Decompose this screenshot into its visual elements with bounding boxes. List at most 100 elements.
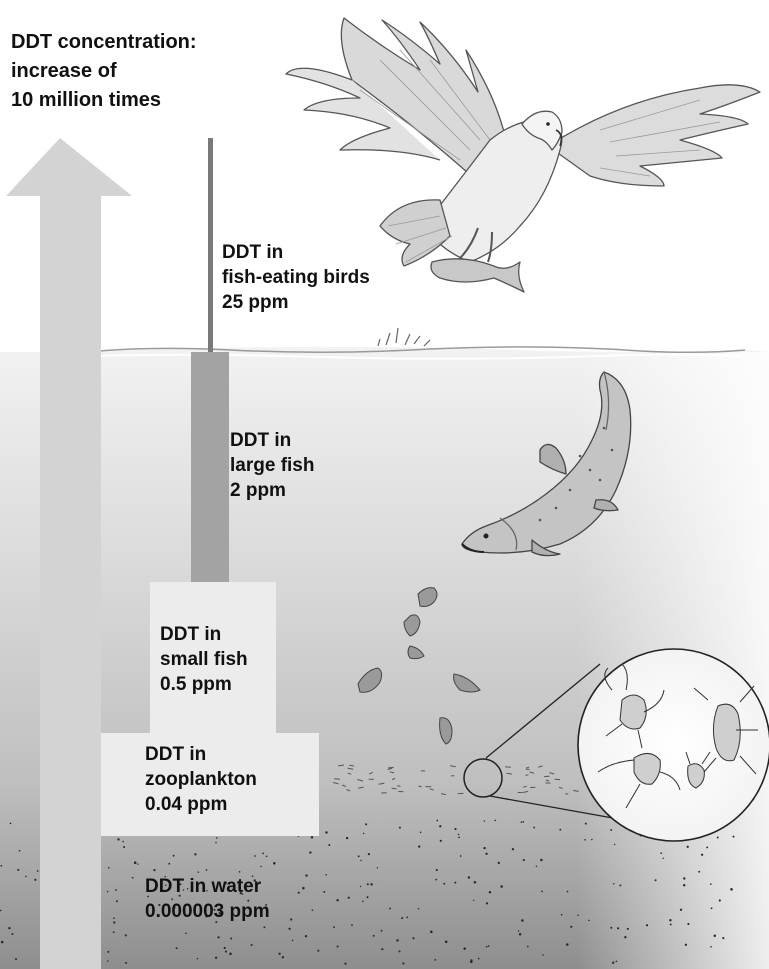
ddt-particle: [436, 820, 438, 822]
ddt-particle: [570, 926, 572, 928]
ddt-particle: [436, 869, 438, 871]
splash-icon: [378, 328, 430, 346]
ddt-particle: [107, 951, 109, 953]
ddt-particle: [706, 846, 708, 848]
ddt-particle: [617, 927, 619, 929]
ddt-particle: [683, 877, 685, 879]
ddt-particle: [523, 859, 525, 861]
ddt-particle: [325, 874, 327, 876]
ddt-particle: [440, 840, 442, 842]
ddt-particle: [115, 889, 117, 891]
ddt-particle: [577, 915, 579, 917]
ddt-particle: [486, 946, 488, 948]
ddt-particle: [470, 959, 472, 961]
ddt-particle: [711, 907, 713, 909]
ddt-particle: [687, 923, 689, 925]
ddt-particle: [122, 841, 124, 843]
ddt-particle: [116, 900, 118, 902]
ddt-particle: [518, 930, 520, 932]
ddt-particle: [710, 946, 712, 948]
ddt-particle: [460, 855, 462, 857]
ddt-particle: [616, 960, 618, 962]
ddt-particle: [485, 853, 487, 855]
title-line-1: DDT concentration:: [11, 28, 197, 57]
ddt-particle: [567, 891, 569, 893]
ddt-particle: [670, 924, 672, 926]
ddt-particle: [216, 837, 218, 839]
ddt-particle: [488, 945, 490, 947]
ddt-particle: [113, 917, 115, 919]
small-fish-line-3: 0.5 ppm: [160, 672, 248, 697]
ddt-particle: [337, 945, 339, 947]
zooplankton-speck: [505, 767, 511, 768]
ddt-particle: [117, 838, 119, 840]
ddt-particle: [646, 924, 648, 926]
ddt-particle: [1, 941, 4, 944]
small-fish-line-2: small fish: [160, 647, 248, 672]
title-line-3: 10 million times: [11, 86, 197, 115]
ddt-particle: [125, 934, 127, 936]
ddt-particle: [194, 853, 196, 855]
birds-line-3: 25 ppm: [222, 290, 370, 315]
ddt-particle: [687, 846, 689, 848]
ddt-particle: [362, 901, 364, 903]
ddt-particle: [323, 891, 325, 893]
ddt-particle: [420, 832, 422, 834]
ddt-particle: [585, 823, 587, 825]
ddt-particle: [406, 917, 408, 919]
ddt-particle: [435, 879, 437, 881]
ddt-particle: [412, 937, 414, 939]
ddt-particle: [519, 933, 522, 936]
ddt-particle: [463, 947, 466, 950]
ddt-particle: [290, 918, 292, 920]
ddt-particle: [468, 876, 470, 878]
ddt-particle: [185, 932, 187, 934]
ddt-particle: [612, 962, 614, 964]
ddt-particle: [153, 869, 155, 871]
ddt-particle: [619, 884, 621, 886]
ddt-particle: [309, 851, 311, 853]
ddt-particle: [134, 861, 137, 864]
ddt-particle: [206, 869, 208, 871]
ddt-particle: [173, 855, 175, 857]
ddt-particle: [458, 837, 460, 839]
ddt-particle: [333, 926, 335, 928]
ddt-particle: [377, 867, 378, 868]
ddt-particle: [198, 871, 200, 873]
ddt-particle: [168, 863, 170, 865]
ddt-particle: [230, 938, 232, 940]
ddt-particle: [418, 845, 420, 847]
ddt-particle: [113, 921, 115, 923]
ddt-particle: [263, 926, 265, 928]
ddt-particle: [224, 947, 226, 949]
ddt-particle: [512, 848, 514, 850]
ddt-particle: [527, 946, 529, 948]
ddt-particle: [351, 924, 353, 926]
ddt-particle: [418, 908, 420, 910]
ddt-particle: [443, 883, 445, 885]
ddt-particle: [685, 944, 687, 946]
ddt-particle: [108, 867, 110, 869]
ddt-particle: [381, 930, 383, 932]
zooplankton-speck: [334, 779, 340, 780]
ddt-particle: [262, 853, 264, 855]
ddt-particle: [344, 963, 346, 965]
ddt-particle: [521, 821, 523, 823]
ddt-particle: [561, 914, 563, 916]
ddt-particle: [566, 943, 569, 946]
ddt-particle: [454, 882, 456, 884]
ddt-particle: [363, 833, 364, 834]
ddt-particle: [584, 839, 586, 841]
ddt-particle: [698, 871, 700, 873]
ddt-particle: [473, 900, 474, 901]
ddt-particle: [610, 927, 612, 929]
ddt-particle: [655, 879, 657, 881]
ddt-particle: [389, 908, 391, 910]
ddt-particle: [1, 865, 3, 867]
ddt-particle: [273, 862, 276, 865]
ddt-particle: [366, 896, 368, 898]
ddt-particle: [714, 935, 717, 938]
ddt-particle: [660, 852, 662, 854]
ddt-particle: [305, 935, 307, 937]
